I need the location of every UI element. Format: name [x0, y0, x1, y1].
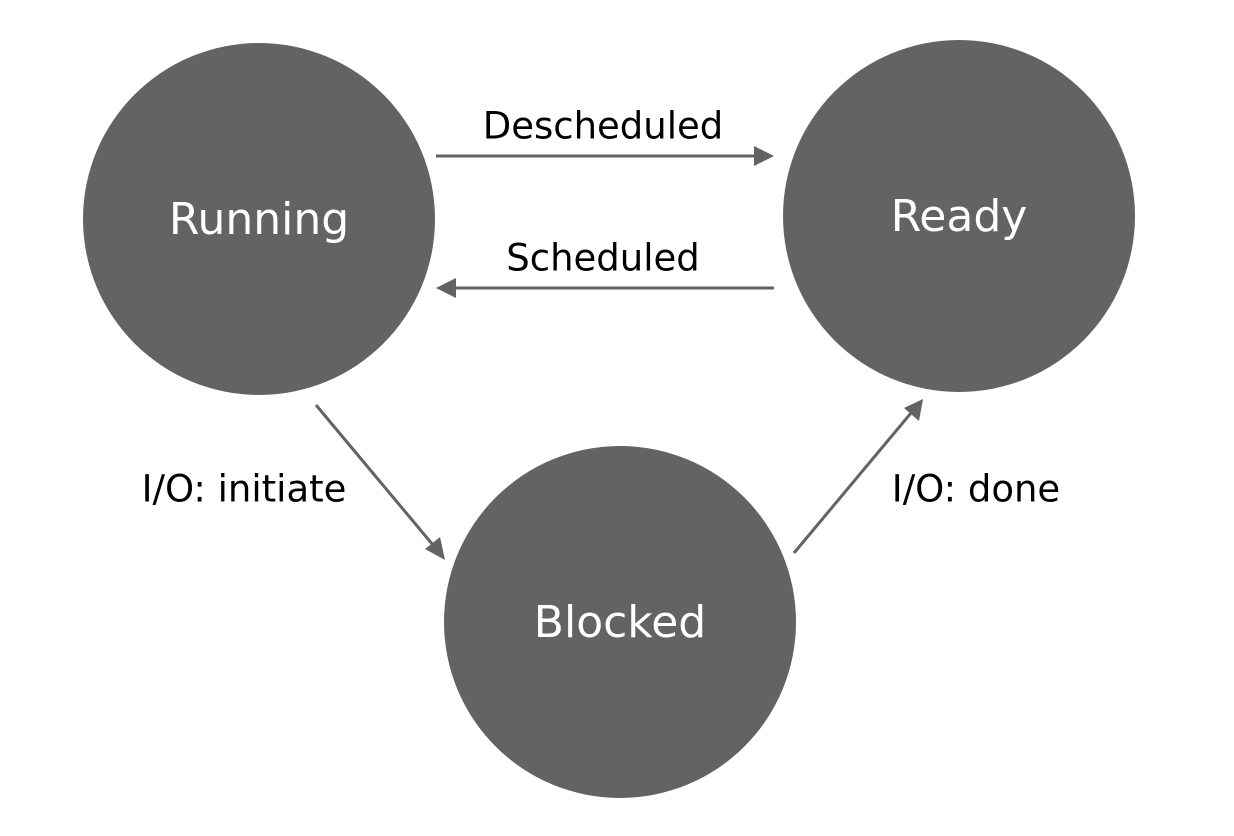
transition-io-initiate: I/O: initiate	[142, 404, 445, 560]
transition-io-initiate-line	[314, 404, 435, 546]
transition-descheduled-arrowhead	[754, 146, 774, 166]
transition-scheduled: Scheduled	[436, 237, 774, 298]
state-running-circle	[83, 43, 435, 395]
state-ready-label: Ready	[891, 191, 1028, 242]
transition-descheduled-label: Descheduled	[483, 105, 724, 148]
transition-io-done-label: I/O: done	[892, 468, 1060, 511]
transition-io-done-arrowhead	[904, 399, 923, 421]
transition-io-initiate-label: I/O: initiate	[142, 468, 347, 511]
state-ready: Ready	[783, 40, 1135, 392]
state-ready-circle	[783, 40, 1135, 392]
state-blocked-label: Blocked	[534, 597, 706, 648]
transition-descheduled: Descheduled	[436, 105, 774, 166]
state-running-label: Running	[169, 194, 349, 245]
transition-io-done: I/O: done	[792, 399, 1060, 554]
state-blocked: Blocked	[444, 446, 796, 798]
state-running: Running	[83, 43, 435, 395]
transition-io-done-line	[792, 412, 913, 554]
transition-scheduled-label: Scheduled	[506, 237, 700, 280]
transition-scheduled-arrowhead	[436, 278, 456, 298]
transition-io-initiate-arrowhead	[425, 537, 445, 560]
state-blocked-circle	[444, 446, 796, 798]
